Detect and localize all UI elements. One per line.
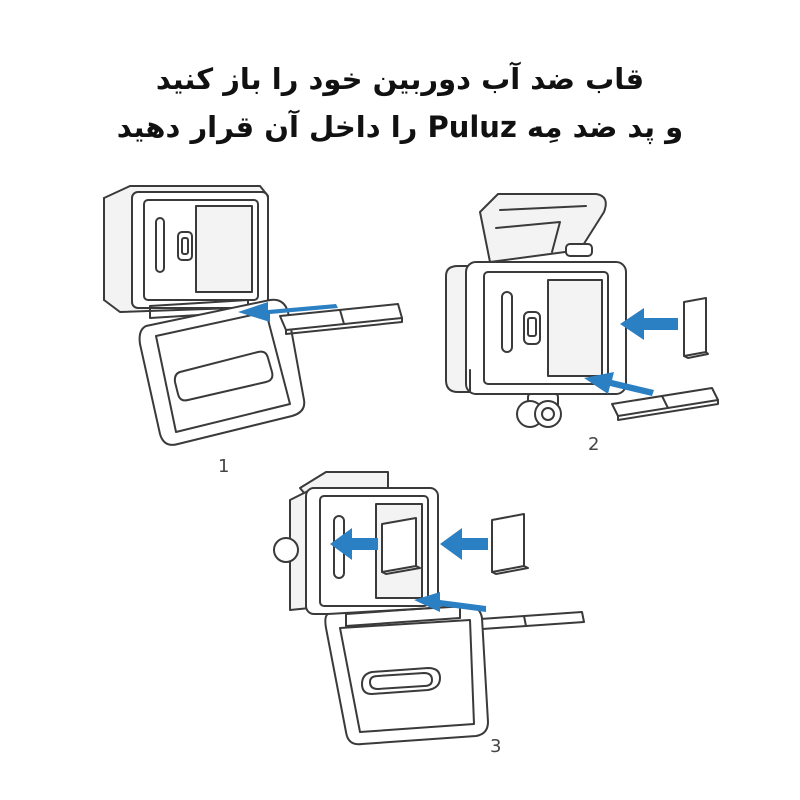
step-2-camera-housing — [445, 261, 627, 395]
step-3-antifog-insert-side — [491, 513, 529, 575]
step-2-antifog-insert-side — [683, 297, 709, 359]
step-1-antifog-insert — [279, 303, 403, 335]
step-3-side-arrow — [440, 528, 488, 560]
step-2-opened-lid — [479, 193, 607, 263]
instruction-line-2: و پد ضد مِه Puluz را داخل آن قرار دهید — [116, 110, 684, 144]
instruction-line-1: قاب ضد آب دوربین خود را باز کنید — [155, 62, 645, 96]
step-3-pad-arrow — [330, 528, 378, 560]
step-3-illustration — [273, 471, 585, 746]
step-3-antifog-insert-bottom — [465, 611, 585, 631]
step-2-side-arrow — [620, 308, 678, 340]
step-3-back-door — [324, 605, 489, 746]
step-2-mount-knob — [516, 393, 562, 428]
step-1-illustration — [103, 185, 403, 446]
step-2-illustration — [445, 193, 719, 428]
step-1-camera-housing — [103, 185, 269, 319]
step-1-back-door — [138, 298, 306, 446]
step-1-insert-arrow — [238, 302, 338, 322]
step-3-bottom-arrow — [414, 592, 486, 612]
step-3-inserted-pad — [381, 517, 421, 575]
step-2-antifog-insert-bottom — [611, 387, 719, 421]
step-1-number: 1 — [218, 456, 230, 477]
step-2-number: 2 — [588, 434, 600, 455]
step-3-number: 3 — [490, 736, 502, 757]
step-2-bottom-arrow — [584, 372, 654, 396]
